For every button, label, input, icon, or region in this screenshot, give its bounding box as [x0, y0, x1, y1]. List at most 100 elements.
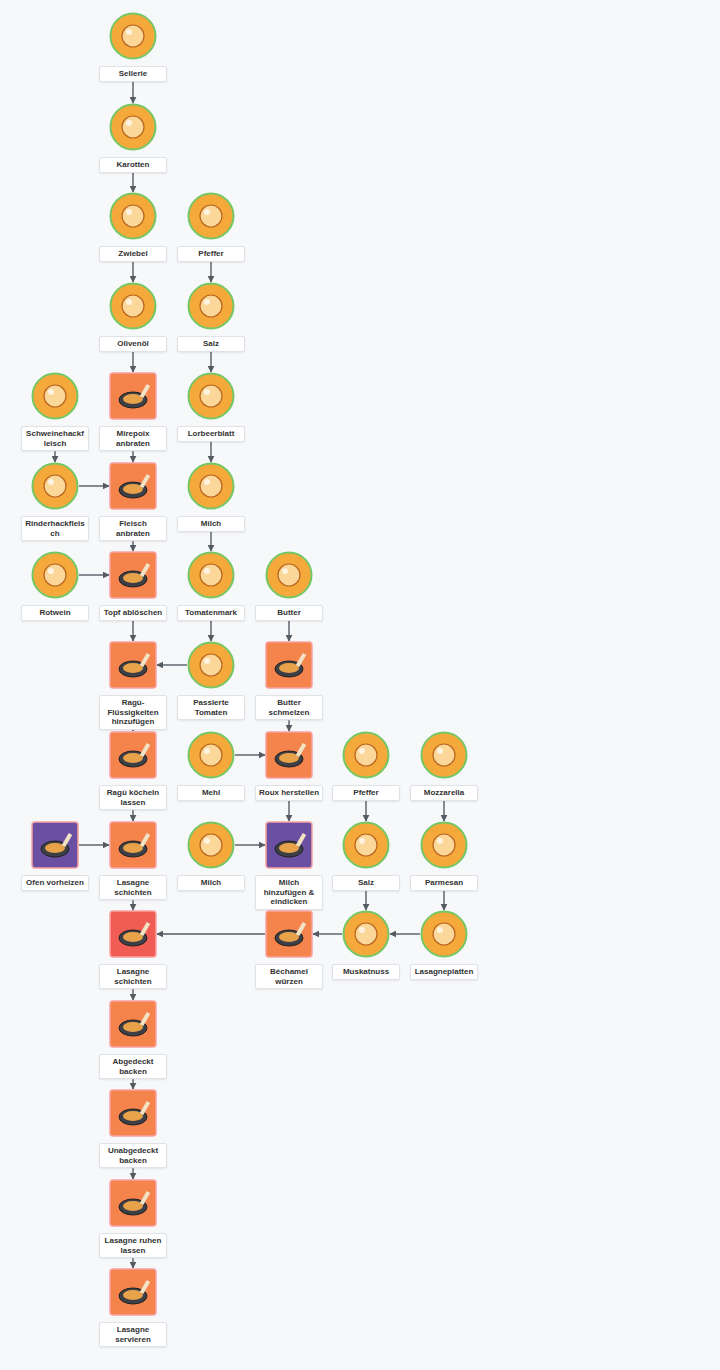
- node-label: Rotwein: [21, 605, 89, 621]
- ingredient-icon: [187, 731, 235, 779]
- ingredient-node: Schweinehackfleisch: [20, 372, 90, 451]
- flow-arrow: [79, 485, 109, 486]
- node-label: Unabgedeckt backen: [99, 1143, 167, 1168]
- flow-arrow: [132, 1079, 133, 1089]
- step-node: Topf ablöschen: [98, 551, 168, 621]
- node-label: Mehl: [177, 785, 245, 801]
- flow-arrow: [132, 1168, 133, 1179]
- step-icon: [109, 641, 157, 689]
- flow-arrow: [132, 173, 133, 192]
- ingredient-node: Tomatenmark: [176, 551, 246, 621]
- node-label: Tomatenmark: [177, 605, 245, 621]
- ingredient-icon: [109, 103, 157, 151]
- ingredient-node: Karotten: [98, 103, 168, 173]
- step-node: Mirepoix anbraten: [98, 372, 168, 451]
- node-label: Schweinehackfleisch: [21, 426, 89, 451]
- step-icon: [265, 910, 313, 958]
- step-node: Fleisch anbraten: [98, 462, 168, 541]
- step-icon: [109, 462, 157, 510]
- flow-arrow: [390, 933, 420, 934]
- step-node: Ragù-Flüssigkeiten hinzufügen: [98, 641, 168, 730]
- step-icon: [265, 821, 313, 869]
- ingredient-node: Rotwein: [20, 551, 90, 621]
- node-label: Abgedeckt backen: [99, 1054, 167, 1079]
- step-node: Ofen vorheizen: [20, 821, 90, 891]
- step-icon: [265, 641, 313, 689]
- step-icon: [109, 731, 157, 779]
- flow-arrow: [132, 352, 133, 372]
- step-node: Unabgedeckt backen: [98, 1089, 168, 1168]
- ingredient-icon: [109, 192, 157, 240]
- flow-arrow: [210, 262, 211, 282]
- node-label: Ofen vorheizen: [21, 875, 89, 891]
- node-label: Passierte Tomaten: [177, 695, 245, 720]
- ingredient-node: Salz: [176, 282, 246, 352]
- flow-arrow: [157, 664, 187, 665]
- step-icon: [109, 1179, 157, 1227]
- step-node: Lasagne servieren: [98, 1268, 168, 1347]
- flow-arrow: [132, 82, 133, 103]
- node-label: Muskatnuss: [332, 964, 400, 980]
- ingredient-icon: [342, 910, 390, 958]
- node-label: Butter schmelzen: [255, 695, 323, 720]
- node-label: Lasagne ruhen lassen: [99, 1233, 167, 1258]
- flow-arrow: [288, 720, 289, 731]
- ingredient-node: Pfeffer: [331, 731, 401, 801]
- node-label: Salz: [177, 336, 245, 352]
- step-node: Lasagne schichten: [98, 821, 168, 900]
- node-label: Topf ablöschen: [99, 605, 167, 621]
- ingredient-icon: [187, 821, 235, 869]
- flow-arrow: [132, 451, 133, 462]
- node-label: Rinderhackfleisch: [21, 516, 89, 541]
- step-node: Abgedeckt backen: [98, 1000, 168, 1079]
- flow-arrow: [132, 621, 133, 641]
- step-node: Lasagne ruhen lassen: [98, 1179, 168, 1258]
- ingredient-node: Rinderhackfleisch: [20, 462, 90, 541]
- ingredient-node: Lorbeerblatt: [176, 372, 246, 442]
- step-icon: [265, 731, 313, 779]
- node-label: Pfeffer: [332, 785, 400, 801]
- ingredient-icon: [31, 551, 79, 599]
- ingredient-node: Mozzarella: [409, 731, 479, 801]
- ingredient-icon: [187, 192, 235, 240]
- node-label: Fleisch anbraten: [99, 516, 167, 541]
- flow-arrow: [132, 541, 133, 551]
- ingredient-icon: [420, 910, 468, 958]
- ingredient-icon: [187, 641, 235, 689]
- flow-arrow: [132, 730, 133, 731]
- ingredient-node: Olivenöl: [98, 282, 168, 352]
- ingredient-icon: [187, 282, 235, 330]
- ingredient-icon: [31, 372, 79, 420]
- node-label: Karotten: [99, 157, 167, 173]
- node-label: Milch: [177, 875, 245, 891]
- node-label: Parmesan: [410, 875, 478, 891]
- node-label: Zwiebel: [99, 246, 167, 262]
- node-label: Lorbeerblatt: [177, 426, 245, 442]
- ingredient-node: Mehl: [176, 731, 246, 801]
- flow-arrow: [210, 352, 211, 372]
- flow-arrow: [79, 574, 109, 575]
- node-label: Lasagneplatten: [410, 964, 478, 980]
- node-label: Milch: [177, 516, 245, 532]
- flow-arrow: [79, 844, 109, 845]
- ingredient-icon: [342, 821, 390, 869]
- node-label: Roux herstellen: [255, 785, 323, 801]
- flow-arrow: [235, 844, 265, 845]
- node-label: Milch hinzufügen & eindicken: [255, 875, 323, 910]
- step-node: Ragù köcheln lassen: [98, 731, 168, 810]
- step-icon: [109, 1089, 157, 1137]
- node-label: Mozzarella: [410, 785, 478, 801]
- step-icon: [109, 551, 157, 599]
- node-label: Lasagne servieren: [99, 1322, 167, 1347]
- ingredient-node: Lasagneplatten: [409, 910, 479, 980]
- step-icon: [31, 821, 79, 869]
- step-node: Lasagne schichten: [98, 910, 168, 989]
- step-node: Butter schmelzen: [254, 641, 324, 720]
- flow-arrow: [443, 891, 444, 910]
- flow-arrow: [210, 532, 211, 551]
- flow-arrow: [157, 933, 265, 934]
- node-label: Béchamel würzen: [255, 964, 323, 989]
- flow-arrow: [132, 989, 133, 1000]
- flow-arrow: [210, 621, 211, 641]
